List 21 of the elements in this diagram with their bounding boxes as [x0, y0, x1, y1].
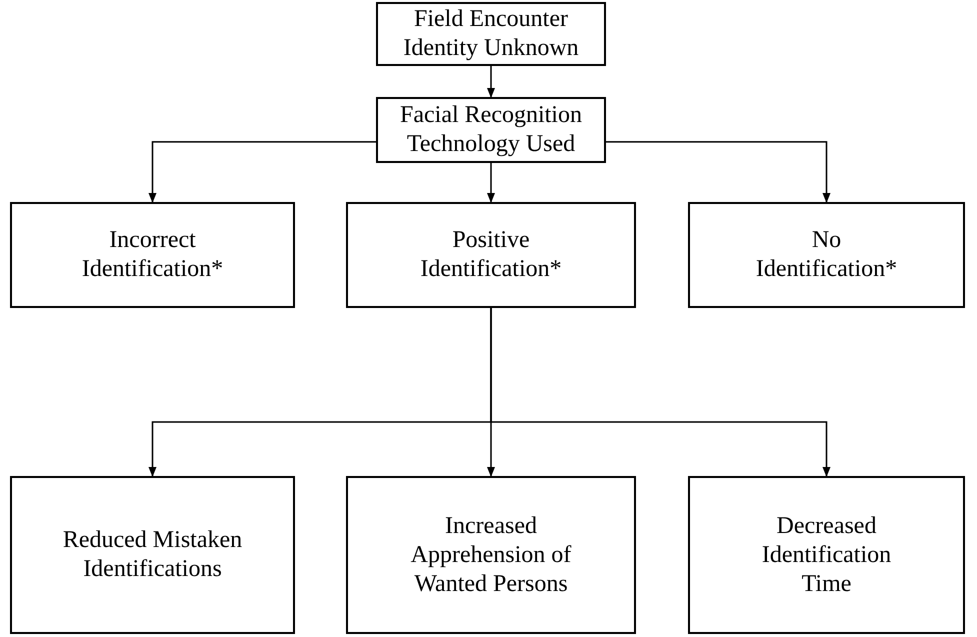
process-box [346, 476, 636, 634]
box-label: Positive Identification* [419, 226, 563, 284]
box-label: Incorrect Identification* [80, 226, 224, 284]
process-box [376, 2, 606, 66]
arrow [148, 141, 376, 203]
arrow [606, 141, 830, 203]
arrow [490, 308, 830, 477]
process-box [10, 476, 295, 634]
box-label: Reduced Mistaken Identifications [62, 526, 242, 584]
box-label: Facial Recognition Technology Used [399, 101, 583, 159]
arrow [487, 66, 495, 98]
arrow [487, 163, 495, 203]
box-label: No Identification* [754, 226, 898, 284]
box-label: Field Encounter Identity Unknown [402, 5, 580, 63]
process-box [688, 202, 965, 308]
process-box [346, 202, 636, 308]
process-box [10, 202, 295, 308]
process-box [688, 476, 965, 634]
box-label: Increased Apprehension of Wanted Persons [410, 512, 572, 598]
box-label: Decreased Identification Time [760, 512, 892, 598]
process-box [376, 97, 606, 163]
